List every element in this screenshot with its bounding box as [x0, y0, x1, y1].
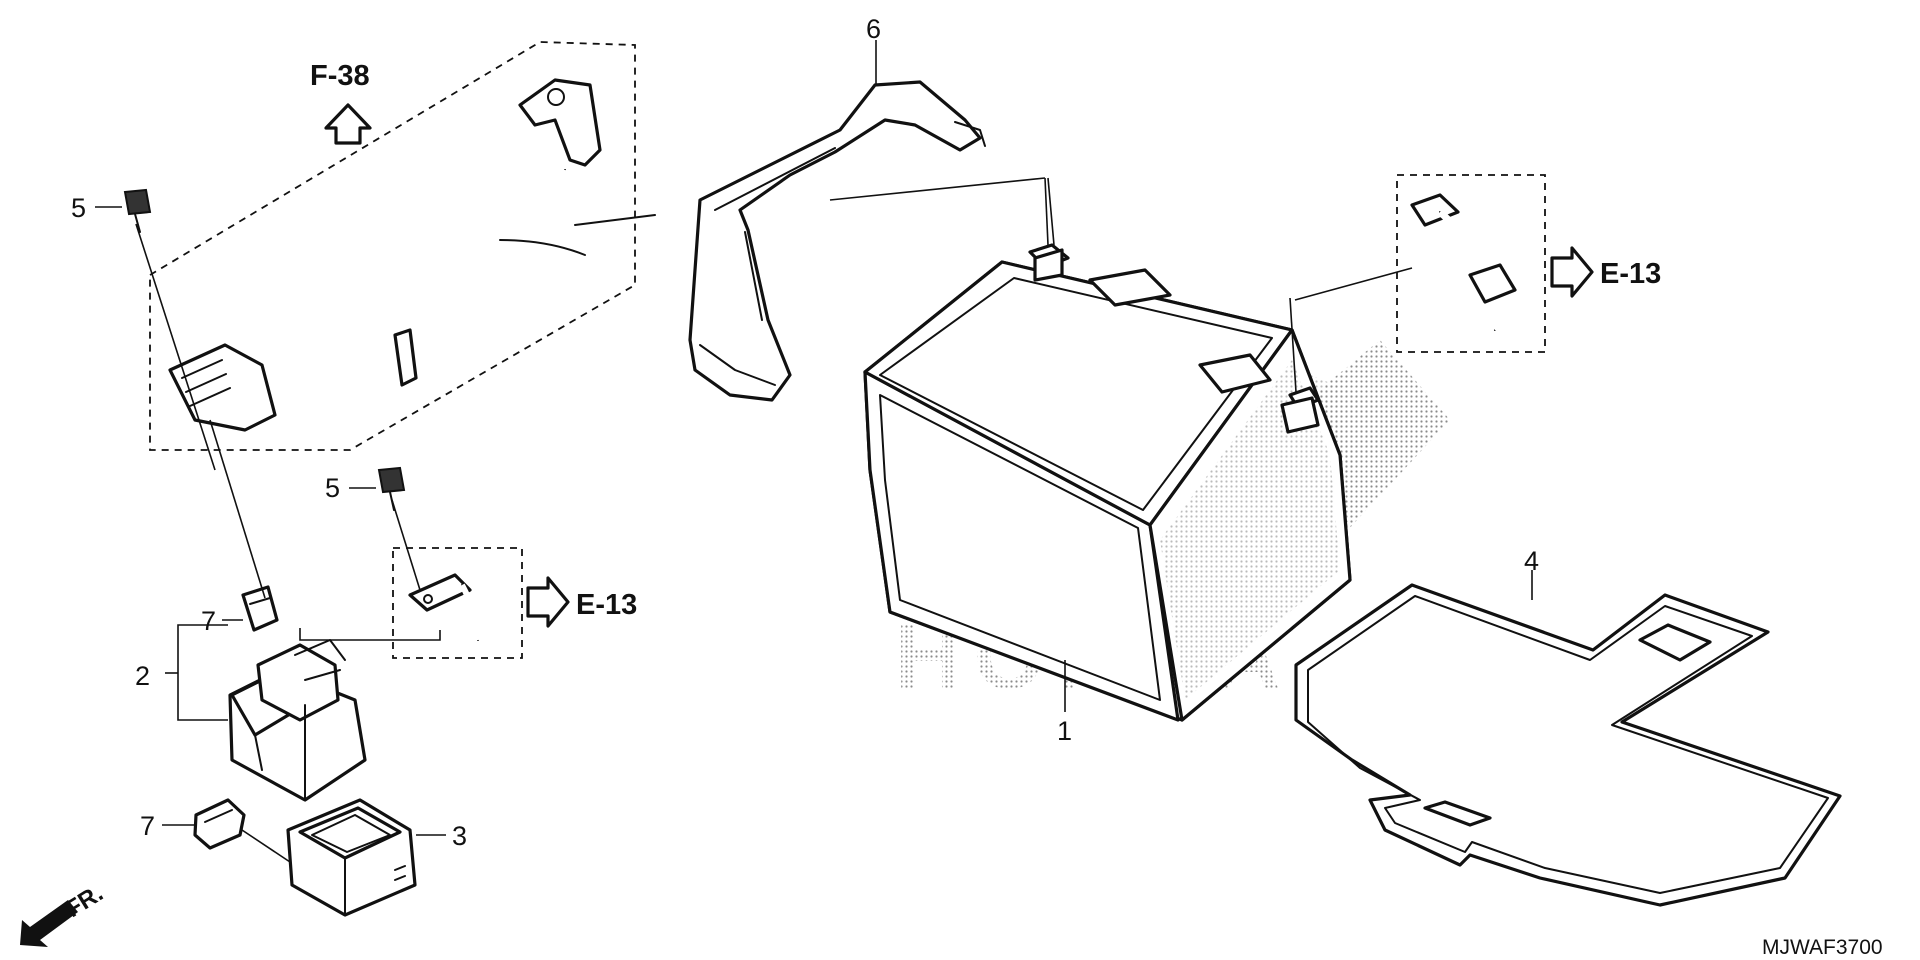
- callout-fuse-upper: 7: [201, 606, 216, 636]
- ref-e13-lower-label: E-13: [576, 589, 637, 621]
- callout-band: 6: [866, 14, 881, 44]
- callout-tray: 4: [1524, 546, 1539, 576]
- callout-fuse-lower: 7: [140, 811, 155, 841]
- callout-bolt-lower: 5: [325, 473, 340, 503]
- bolt-upper: [123, 188, 216, 471]
- battery-band: [688, 80, 986, 402]
- bolt-lower: [377, 466, 421, 591]
- front-arrow: FR.: [20, 880, 108, 947]
- callout-cover: 3: [452, 821, 467, 851]
- fuse-upper: [241, 585, 279, 632]
- relay: [228, 628, 441, 802]
- callout-battery: 1: [1057, 716, 1072, 746]
- diagram-code: MJWAF3700: [1762, 936, 1883, 959]
- bracket-2: [165, 624, 228, 721]
- callout-relay: 2: [135, 661, 150, 691]
- callouts: 1 2 3 4 5 5 6 7 7: [71, 14, 1539, 851]
- band-leaders: [829, 40, 1049, 246]
- ref-e13-upper-label: E-13: [1600, 258, 1661, 290]
- ref-f38: F-38: [310, 60, 372, 145]
- callout-ticks: [95, 206, 446, 836]
- sub-harness: [149, 41, 656, 451]
- relay-cover: [286, 798, 417, 917]
- callout-bolt-upper: 5: [71, 193, 86, 223]
- fuse-lower: [193, 798, 291, 863]
- ref-e13-lower: E-13: [526, 576, 637, 628]
- battery: [863, 177, 1352, 722]
- ground-cable-lower: [392, 547, 523, 659]
- ground-cable-upper: [1294, 174, 1546, 353]
- battery-tray: [1294, 570, 1842, 907]
- ref-e13-upper: E-13: [1550, 246, 1661, 298]
- ref-f38-label: F-38: [310, 60, 370, 92]
- relay-harness-leader: [209, 419, 266, 599]
